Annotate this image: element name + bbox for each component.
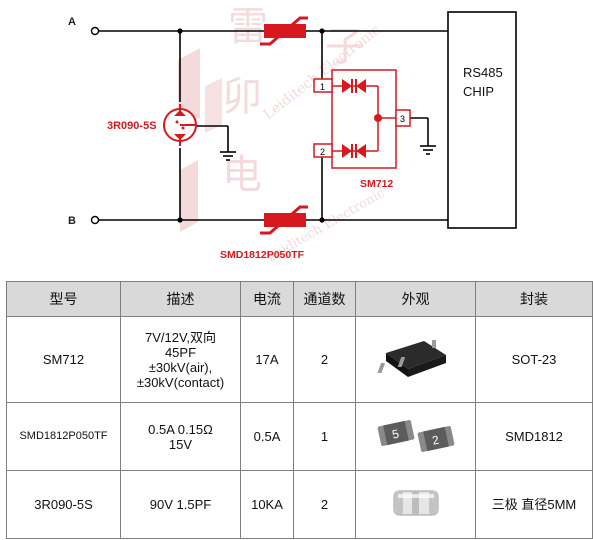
cell-appearance [355,316,476,403]
cell-current: 0.5A [240,402,294,471]
header-model: 型号 [6,281,121,317]
desc-line: ±30kV(contact) [136,374,225,390]
table-header-row: 型号 描述 电流 通道数 外观 封装 [6,281,593,317]
table-row: SMD1812P050TF 0.5A 0.15Ω 15V 0.5A 1 5 [6,402,593,471]
fuse-label: SMD1812P050TF [220,249,305,261]
header-current: 电流 [240,281,294,317]
sot23-package-icon [376,340,446,377]
desc-line: ±30kV(air), [148,359,213,375]
cell-description: 0.5A 0.15Ω 15V [120,402,241,471]
cell-channels: 2 [293,316,356,403]
header-package: 封装 [475,281,593,317]
cell-current: 17A [240,316,294,403]
desc-line: 7V/12V,双向 [144,329,217,345]
cell-description: 7V/12V,双向 45PF ±30kV(air), ±30kV(contact… [120,316,241,403]
fuse-mark-2: 2 [430,433,440,448]
cell-model: SM712 [6,316,121,403]
junctions [177,28,325,223]
chip-label-line1: RS485 [463,65,503,80]
component-spec-table: 型号 描述 电流 通道数 外观 封装 SM712 7V/12V,双向 45PF … [6,281,593,539]
tvs-diodes [342,79,382,158]
ptc-fuse-icon [260,16,308,46]
table-row: SM712 7V/12V,双向 45PF ±30kV(air), ±30kV(c… [6,316,593,403]
header-description: 描述 [120,281,241,317]
terminal-a-label: A [68,16,76,28]
header-appearance: 外观 [355,281,476,317]
desc-line: 90V 1.5PF [149,497,212,512]
cell-channels: 2 [293,470,356,539]
chip-label-line2: CHIP [463,84,494,99]
sm712-tvs-array-icon [313,69,411,169]
table-row: 3R090-5S 90V 1.5PF 10KA 2 三极 直径5MM [6,470,593,539]
cell-package: SMD1812 [475,402,593,471]
cell-package: SOT-23 [475,316,593,403]
tvs-label: SM712 [360,178,393,190]
terminal-b-icon [90,215,100,225]
cell-model: 3R090-5S [6,470,121,539]
desc-line: 45PF [164,344,197,360]
gdt-label: 3R090-5S [107,120,157,132]
ground-icon [420,145,436,155]
pin-3-label: 3 [400,114,405,124]
desc-line: 0.5A 0.15Ω [148,421,213,437]
cell-description: 90V 1.5PF [120,470,241,539]
watermark-cn-3: 电 [222,152,262,198]
ptc-fuse-icon [260,205,308,235]
cell-package: 三极 直径5MM [475,470,593,539]
terminal-a-icon [90,26,100,36]
fuse-mark-1: 5 [390,427,400,442]
gas-discharge-tube-icon [393,490,438,516]
watermark-cn-2: 卯 [222,74,262,120]
protection-circuit-schematic: 雷 卯 电 子 Leiditech Electronic Leiditech E… [68,4,517,265]
ground-icon [220,151,236,161]
smd1812-fuse-icon: 5 2 [377,420,454,452]
cell-model: SMD1812P050TF [6,402,121,471]
header-channels: 通道数 [293,281,356,317]
cell-appearance [355,470,476,539]
pin-2-label: 2 [320,147,325,157]
watermark-cn-1: 雷 [228,4,268,50]
rs485-chip-box [447,11,517,229]
cell-channels: 1 [293,402,356,471]
gas-discharge-tube-icon [163,104,197,146]
pin-1-label: 1 [320,82,325,92]
terminal-b-label: B [68,215,76,227]
cell-current: 10KA [240,470,294,539]
cell-appearance: 5 2 [355,402,476,471]
desc-line: 15V [168,436,193,452]
